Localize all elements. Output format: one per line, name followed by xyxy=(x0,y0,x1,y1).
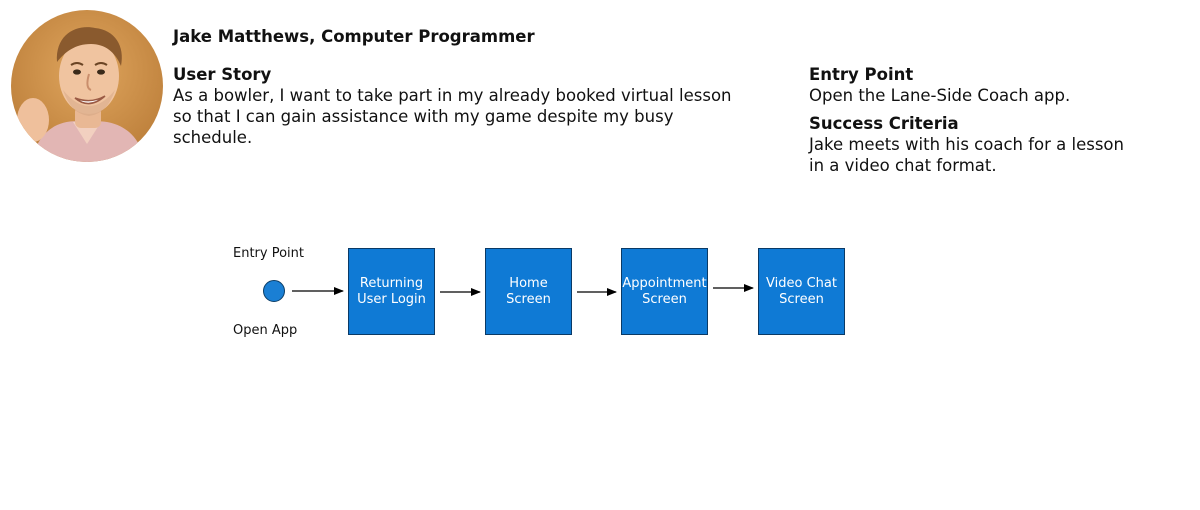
success-criteria-line-2: in a video chat format. xyxy=(809,156,997,175)
flow-start-label: Open App xyxy=(233,323,298,338)
flow-step-returning-user-login: Returning User Login xyxy=(348,248,435,335)
success-criteria-line-1: Jake meets with his coach for a lesson xyxy=(809,135,1124,154)
flow-step-home-screen: Home Screen xyxy=(485,248,572,335)
flow-entry-label: Entry Point xyxy=(233,246,304,261)
persona-photo-illustration xyxy=(11,10,163,162)
persona-photo xyxy=(11,10,163,162)
user-story-section: User Story As a bowler, I want to take p… xyxy=(173,64,743,148)
flow-step-video-chat-screen: Video Chat Screen xyxy=(758,248,845,335)
entry-point-title: Entry Point xyxy=(809,65,914,84)
success-criteria-text: Jake meets with his coach for a lesson i… xyxy=(809,134,1169,176)
persona-name: Jake Matthews, Computer Programmer xyxy=(173,27,535,46)
user-story-text: As a bowler, I want to take part in my a… xyxy=(173,86,732,147)
entry-point-section: Entry Point Open the Lane-Side Coach app… xyxy=(809,64,1169,106)
success-criteria-title: Success Criteria xyxy=(809,114,959,133)
user-story-title: User Story xyxy=(173,65,272,84)
success-criteria-section: Success Criteria Jake meets with his coa… xyxy=(809,113,1169,176)
entry-point-text: Open the Lane-Side Coach app. xyxy=(809,86,1071,105)
flow-start-node xyxy=(263,280,285,302)
flow-step-appointment-screen: Appointment Screen xyxy=(621,248,708,335)
